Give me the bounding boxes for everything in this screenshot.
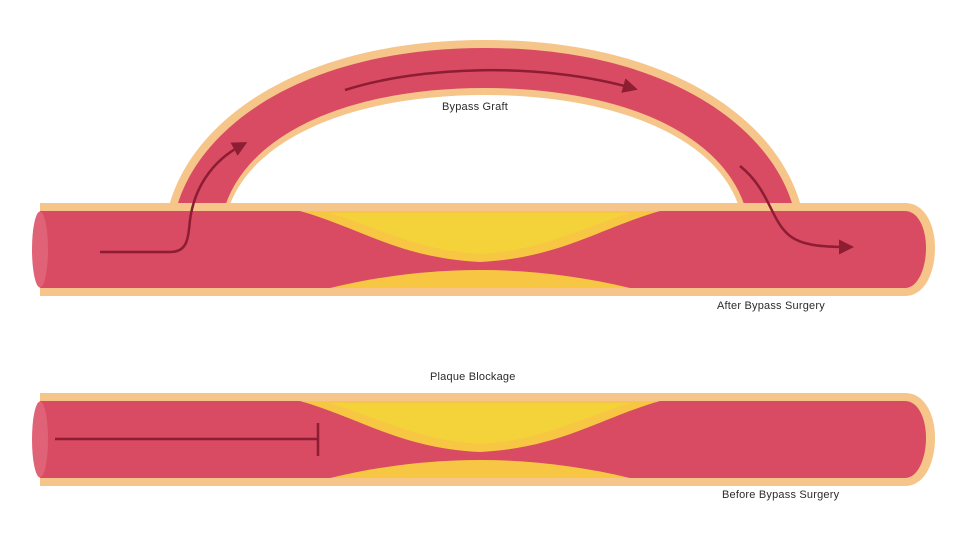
before-surgery-label: Before Bypass Surgery <box>722 489 840 501</box>
after-plaque-top-inner <box>330 213 630 254</box>
after-vessel-end <box>32 211 48 288</box>
plaque-blockage-label: Plaque Blockage <box>430 371 516 383</box>
before-plaque-bottom <box>330 460 630 478</box>
before-vessel-end <box>32 401 48 478</box>
before-plaque-top-inner <box>330 403 630 444</box>
flow-arrow-graft <box>344 68 638 93</box>
bypass-graft <box>176 48 794 210</box>
flow-arrow-exit <box>739 165 854 255</box>
bypass-graft-label: Bypass Graft <box>442 101 508 113</box>
flow-arrow-entry <box>100 142 248 254</box>
before-vessel <box>32 393 935 486</box>
after-vessel <box>32 40 935 296</box>
after-plaque-bottom <box>330 270 630 288</box>
after-surgery-label: After Bypass Surgery <box>717 300 825 312</box>
